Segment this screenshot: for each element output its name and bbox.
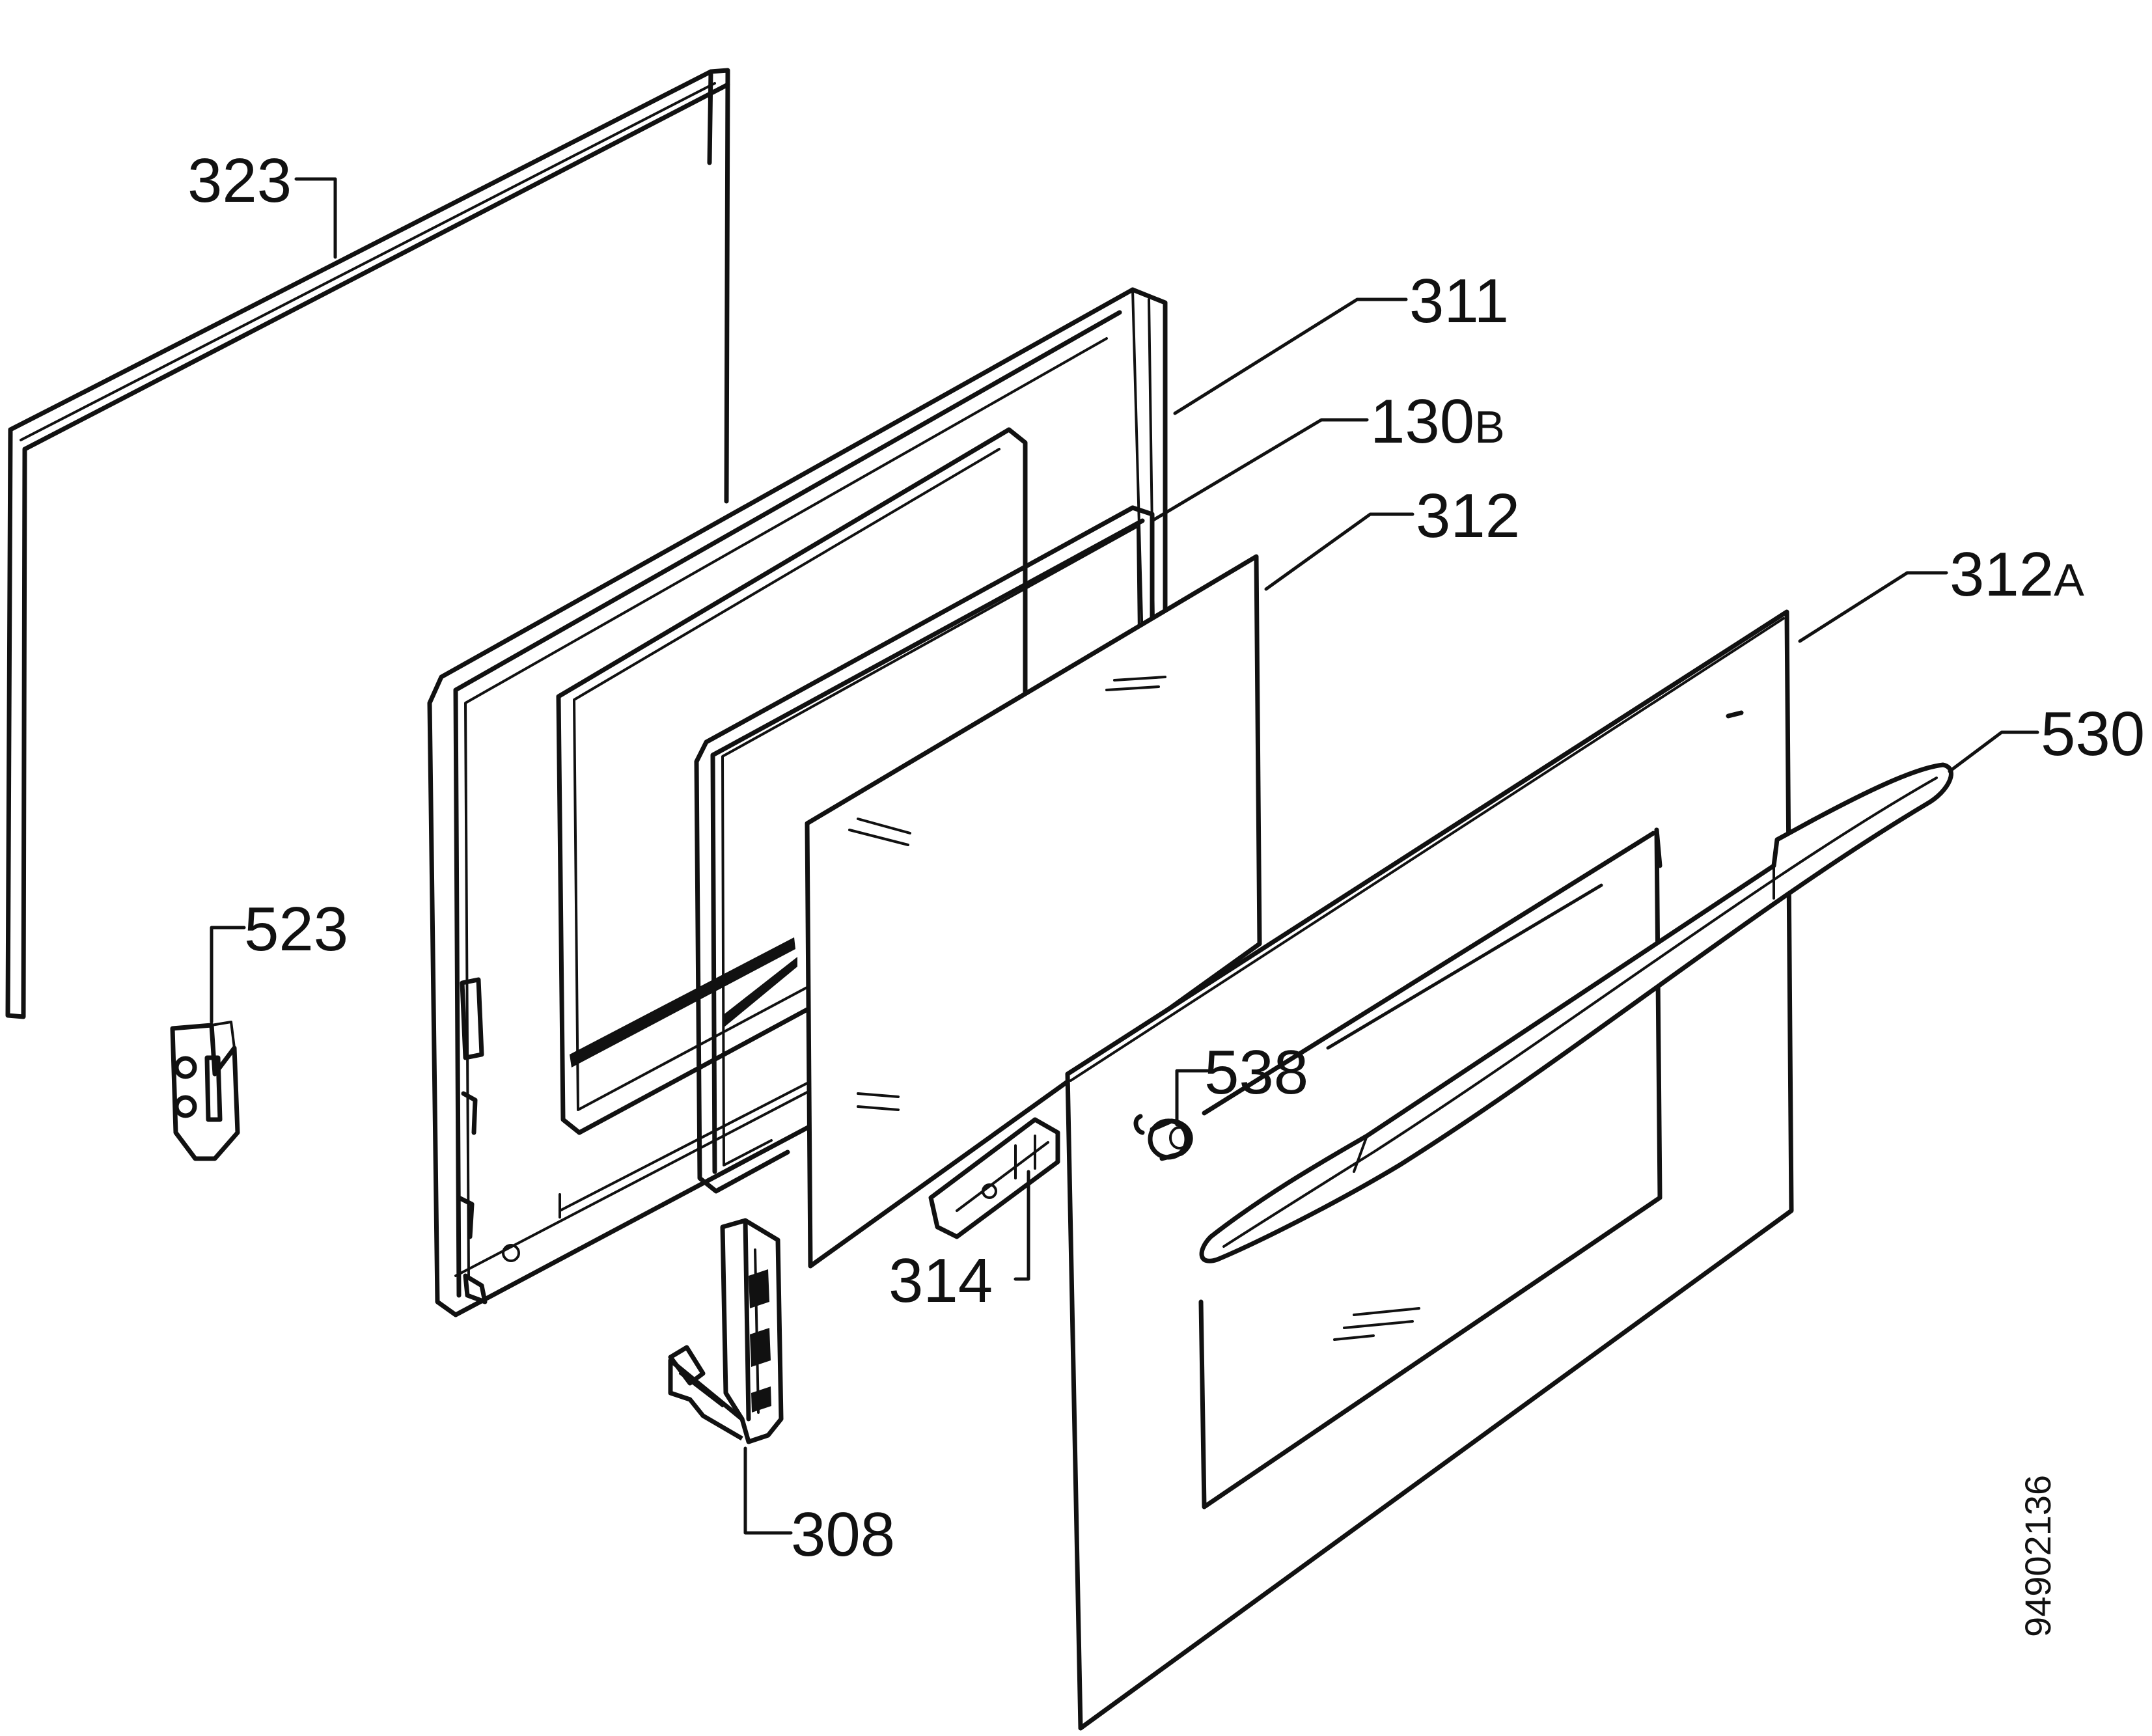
leader-314 (1014, 1170, 1030, 1281)
part-530-handle (1199, 762, 1953, 1263)
leader-311 (1173, 297, 1408, 415)
leader-lines (210, 177, 2039, 1535)
document-number: 94902136 (2017, 1475, 2058, 1637)
part-308-hinge (668, 1218, 784, 1444)
leader-538-gap (1326, 883, 1603, 1050)
callout-130b-suffix: B (1474, 402, 1505, 452)
callout-130b-number: 130 (1370, 387, 1474, 456)
part-311-inner-frame (427, 287, 1168, 1317)
part-312a-outer-glass (1065, 609, 1794, 1731)
leader-523 (210, 926, 246, 1024)
leader-312 (1264, 512, 1414, 591)
part-314-bracket (928, 1117, 1060, 1239)
part-538-bush (1133, 1114, 1193, 1161)
callout-323: 323 (187, 146, 292, 215)
callout-530: 530 (2041, 699, 2145, 769)
callout-311: 311 (1409, 266, 1509, 336)
leader-130b (1150, 418, 1369, 523)
part-312-inner-glass (805, 554, 1262, 1269)
callout-308: 308 (791, 1500, 895, 1569)
part-523-hinge-receiver (170, 1021, 240, 1161)
callout-312a-number: 312 (1950, 540, 2054, 609)
callout-314: 314 (889, 1246, 993, 1316)
callout-312a-suffix: A (2054, 555, 2084, 605)
callout-130b: 130B (1370, 387, 1505, 456)
leader-530 (1948, 730, 2039, 773)
part-130b-glass-frame (570, 505, 1155, 1194)
leader-323 (294, 177, 337, 259)
callout-312a: 312A (1950, 540, 2084, 609)
leader-538 (1175, 1069, 1209, 1127)
callout-538: 538 (1204, 1038, 1308, 1107)
leader-312a (1798, 571, 1948, 643)
leader-308 (743, 1446, 793, 1535)
callout-523: 523 (244, 894, 348, 964)
callout-312: 312 (1416, 481, 1520, 551)
part-323-door-seal (5, 68, 730, 1019)
